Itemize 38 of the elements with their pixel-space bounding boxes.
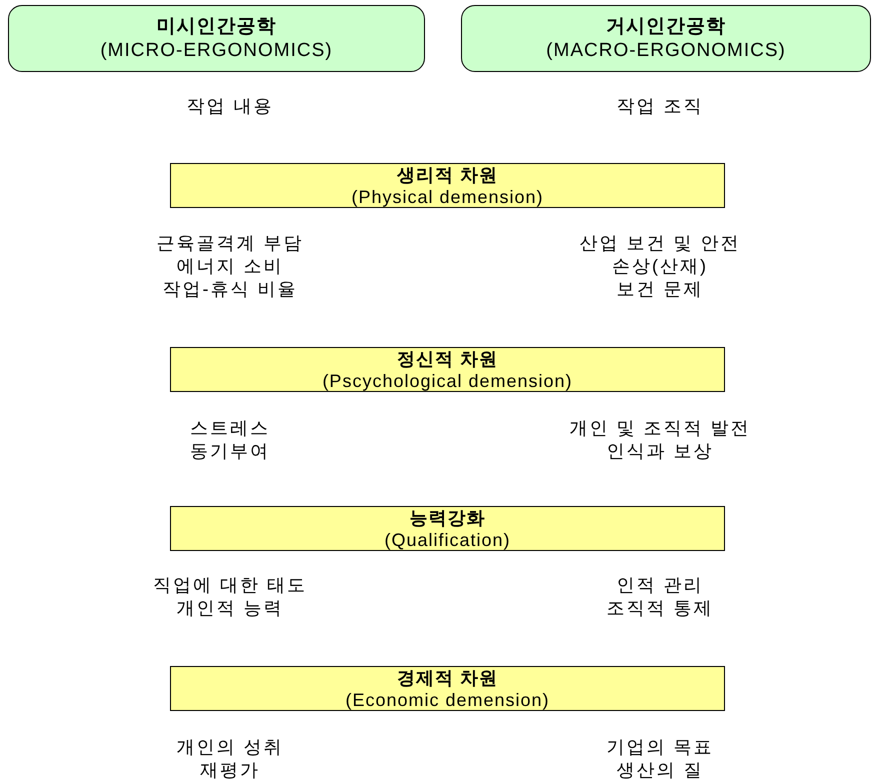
item-text: 작업 조직 [616,95,704,117]
item-text: 동기부여 [190,440,270,462]
dimension-bar [170,163,725,208]
box-subtitle: (Economic demension) [345,688,550,710]
item-text: 인식과 보상 [606,440,714,462]
dimension-bar [170,666,725,711]
item-text: 작업-휴식 비율 [162,278,298,300]
box-subtitle: (MACRO-ERGONOMICS) [546,38,786,62]
item-text: 생산의 질 [616,759,704,781]
item-text: 스트레스 [190,417,270,439]
dimension-bar [170,347,725,392]
rounded-box [8,5,425,72]
item-text: 개인적 능력 [176,597,284,619]
box-subtitle: (MICRO-ERGONOMICS) [100,38,333,62]
item-text: 기업의 목표 [606,736,714,758]
item-text: 개인 및 조직적 발전 [570,417,750,439]
item-text: 산업 보건 및 안전 [580,232,740,254]
box-title: 거시인간공학 [606,14,726,38]
item-text: 인적 관리 [616,574,704,596]
item-text: 에너지 소비 [176,255,284,277]
item-text: 조직적 통제 [606,597,714,619]
item-text: 근육골격계 부담 [156,232,304,254]
item-text: 보건 문제 [616,278,704,300]
box-title: 경제적 차원 [396,666,498,688]
box-subtitle: (Qualification) [384,528,511,550]
item-text: 손상(산재) [612,255,708,277]
item-text: 작업 내용 [186,95,274,117]
box-title: 능력강화 [410,506,486,528]
rounded-box [461,5,871,72]
box-subtitle: (Pscychological demension) [322,370,573,392]
box-subtitle: (Physical demension) [351,186,544,208]
item-text: 재평가 [200,759,260,781]
box-title: 생리적 차원 [396,164,498,186]
item-text: 직업에 대한 태도 [153,574,307,596]
box-title: 정신적 차원 [396,348,498,370]
item-text: 개인의 성취 [176,736,284,758]
box-title: 미시인간공학 [156,14,276,38]
dimension-bar [170,506,725,551]
